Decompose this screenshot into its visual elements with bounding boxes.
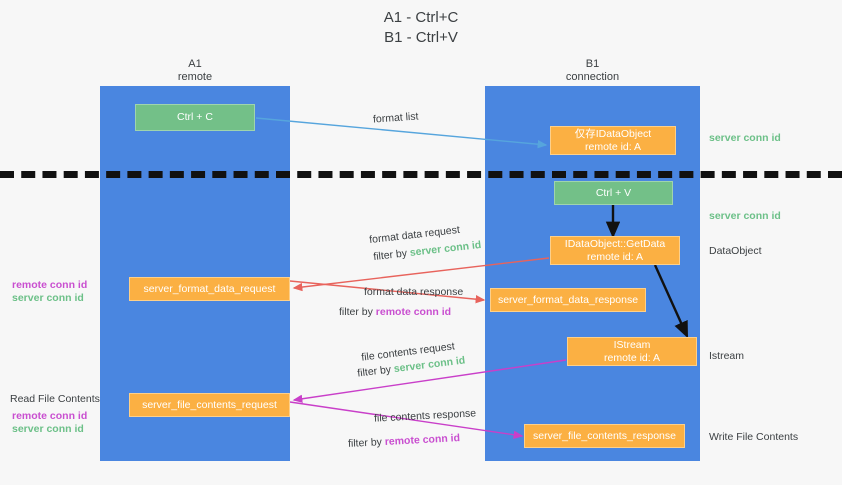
left-label-remote-conn-id-1: remote conn id xyxy=(12,279,88,291)
box-server-file-contents-request-label: server_file_contents_request xyxy=(142,398,277,411)
box-idataobject-keep-line1: 仅存IDataObject xyxy=(574,128,652,140)
arrow-file-contents-response xyxy=(289,401,524,439)
arrow-format-list xyxy=(255,117,548,149)
box-server-format-data-request[interactable]: server_format_data_request xyxy=(129,277,290,301)
lane-header-a1: A1 remote xyxy=(100,58,290,84)
left-label-remote-conn-id-2: remote conn id xyxy=(12,410,88,422)
box-idataobject-getdata-line1: IDataObject::GetData xyxy=(564,238,666,250)
lane-a1-sub: remote xyxy=(177,71,213,83)
box-istream[interactable]: IStream remote id: A xyxy=(567,337,697,366)
arrow-format-data-response xyxy=(289,280,486,304)
box-idataobject-getdata[interactable]: IDataObject::GetData remote id: A xyxy=(550,236,680,265)
arrow-label-format-data-response: format data response xyxy=(364,286,464,298)
title-line-1: A1 - Ctrl+C xyxy=(383,9,459,26)
right-label-server-conn-id-2: server conn id xyxy=(709,210,781,222)
right-label-dataobject: DataObject xyxy=(709,245,762,257)
lane-header-b1: B1 connection xyxy=(485,58,700,84)
box-server-format-data-request-label: server_format_data_request xyxy=(143,282,276,295)
page-title: A1 - Ctrl+C B1 - Ctrl+V xyxy=(0,8,842,48)
title-line-2: B1 - Ctrl+V xyxy=(384,29,458,46)
box-idataobject-keep-line2: remote id: A xyxy=(584,140,642,153)
box-ctrl-v-label: Ctrl + V xyxy=(595,186,632,199)
filter-prefix: filter by xyxy=(339,306,376,318)
right-label-write-file-contents: Write File Contents xyxy=(709,431,799,443)
left-label-read-file-contents: Read File Contents xyxy=(10,393,100,405)
box-istream-line2: remote id: A xyxy=(603,351,661,364)
lane-a1-name: A1 xyxy=(188,58,202,70)
box-ctrl-c[interactable]: Ctrl + C xyxy=(135,104,255,131)
arrow-file-contents-request xyxy=(292,359,567,403)
arrow-label-format-data-response-filter: filter by remote conn id xyxy=(339,305,451,319)
filter-value-remote-conn-id: remote conn id xyxy=(375,306,452,318)
filter-prefix: filter by xyxy=(347,436,386,450)
left-label-server-conn-id-1: server conn id xyxy=(12,292,84,304)
arrow-getdata-to-istream xyxy=(653,264,689,339)
filter-value-remote-conn-id: remote conn id xyxy=(384,432,461,448)
lane-b1-sub: connection xyxy=(565,71,620,83)
left-label-server-conn-id-2: server conn id xyxy=(12,423,84,435)
box-server-file-contents-response-label: server_file_contents_response xyxy=(532,429,676,442)
box-istream-line1: IStream xyxy=(613,339,651,351)
phase-divider xyxy=(0,171,842,178)
box-idataobject-getdata-line2: remote id: A xyxy=(586,250,644,263)
lane-b1-name: B1 xyxy=(585,58,600,70)
box-ctrl-c-label: Ctrl + C xyxy=(177,111,213,124)
right-label-istream: Istream xyxy=(709,350,745,362)
box-ctrl-v[interactable]: Ctrl + V xyxy=(554,181,673,205)
right-label-server-conn-id-1: server conn id xyxy=(709,132,781,144)
box-server-format-data-response[interactable]: server_format_data_response xyxy=(490,288,646,312)
box-server-file-contents-request[interactable]: server_file_contents_request xyxy=(129,393,290,417)
arrow-format-data-request xyxy=(292,257,550,292)
box-idataobject-keep[interactable]: 仅存IDataObject remote id: A xyxy=(550,126,676,155)
box-server-format-data-response-label: server_format_data_response xyxy=(497,293,639,306)
box-server-file-contents-response[interactable]: server_file_contents_response xyxy=(524,424,685,448)
